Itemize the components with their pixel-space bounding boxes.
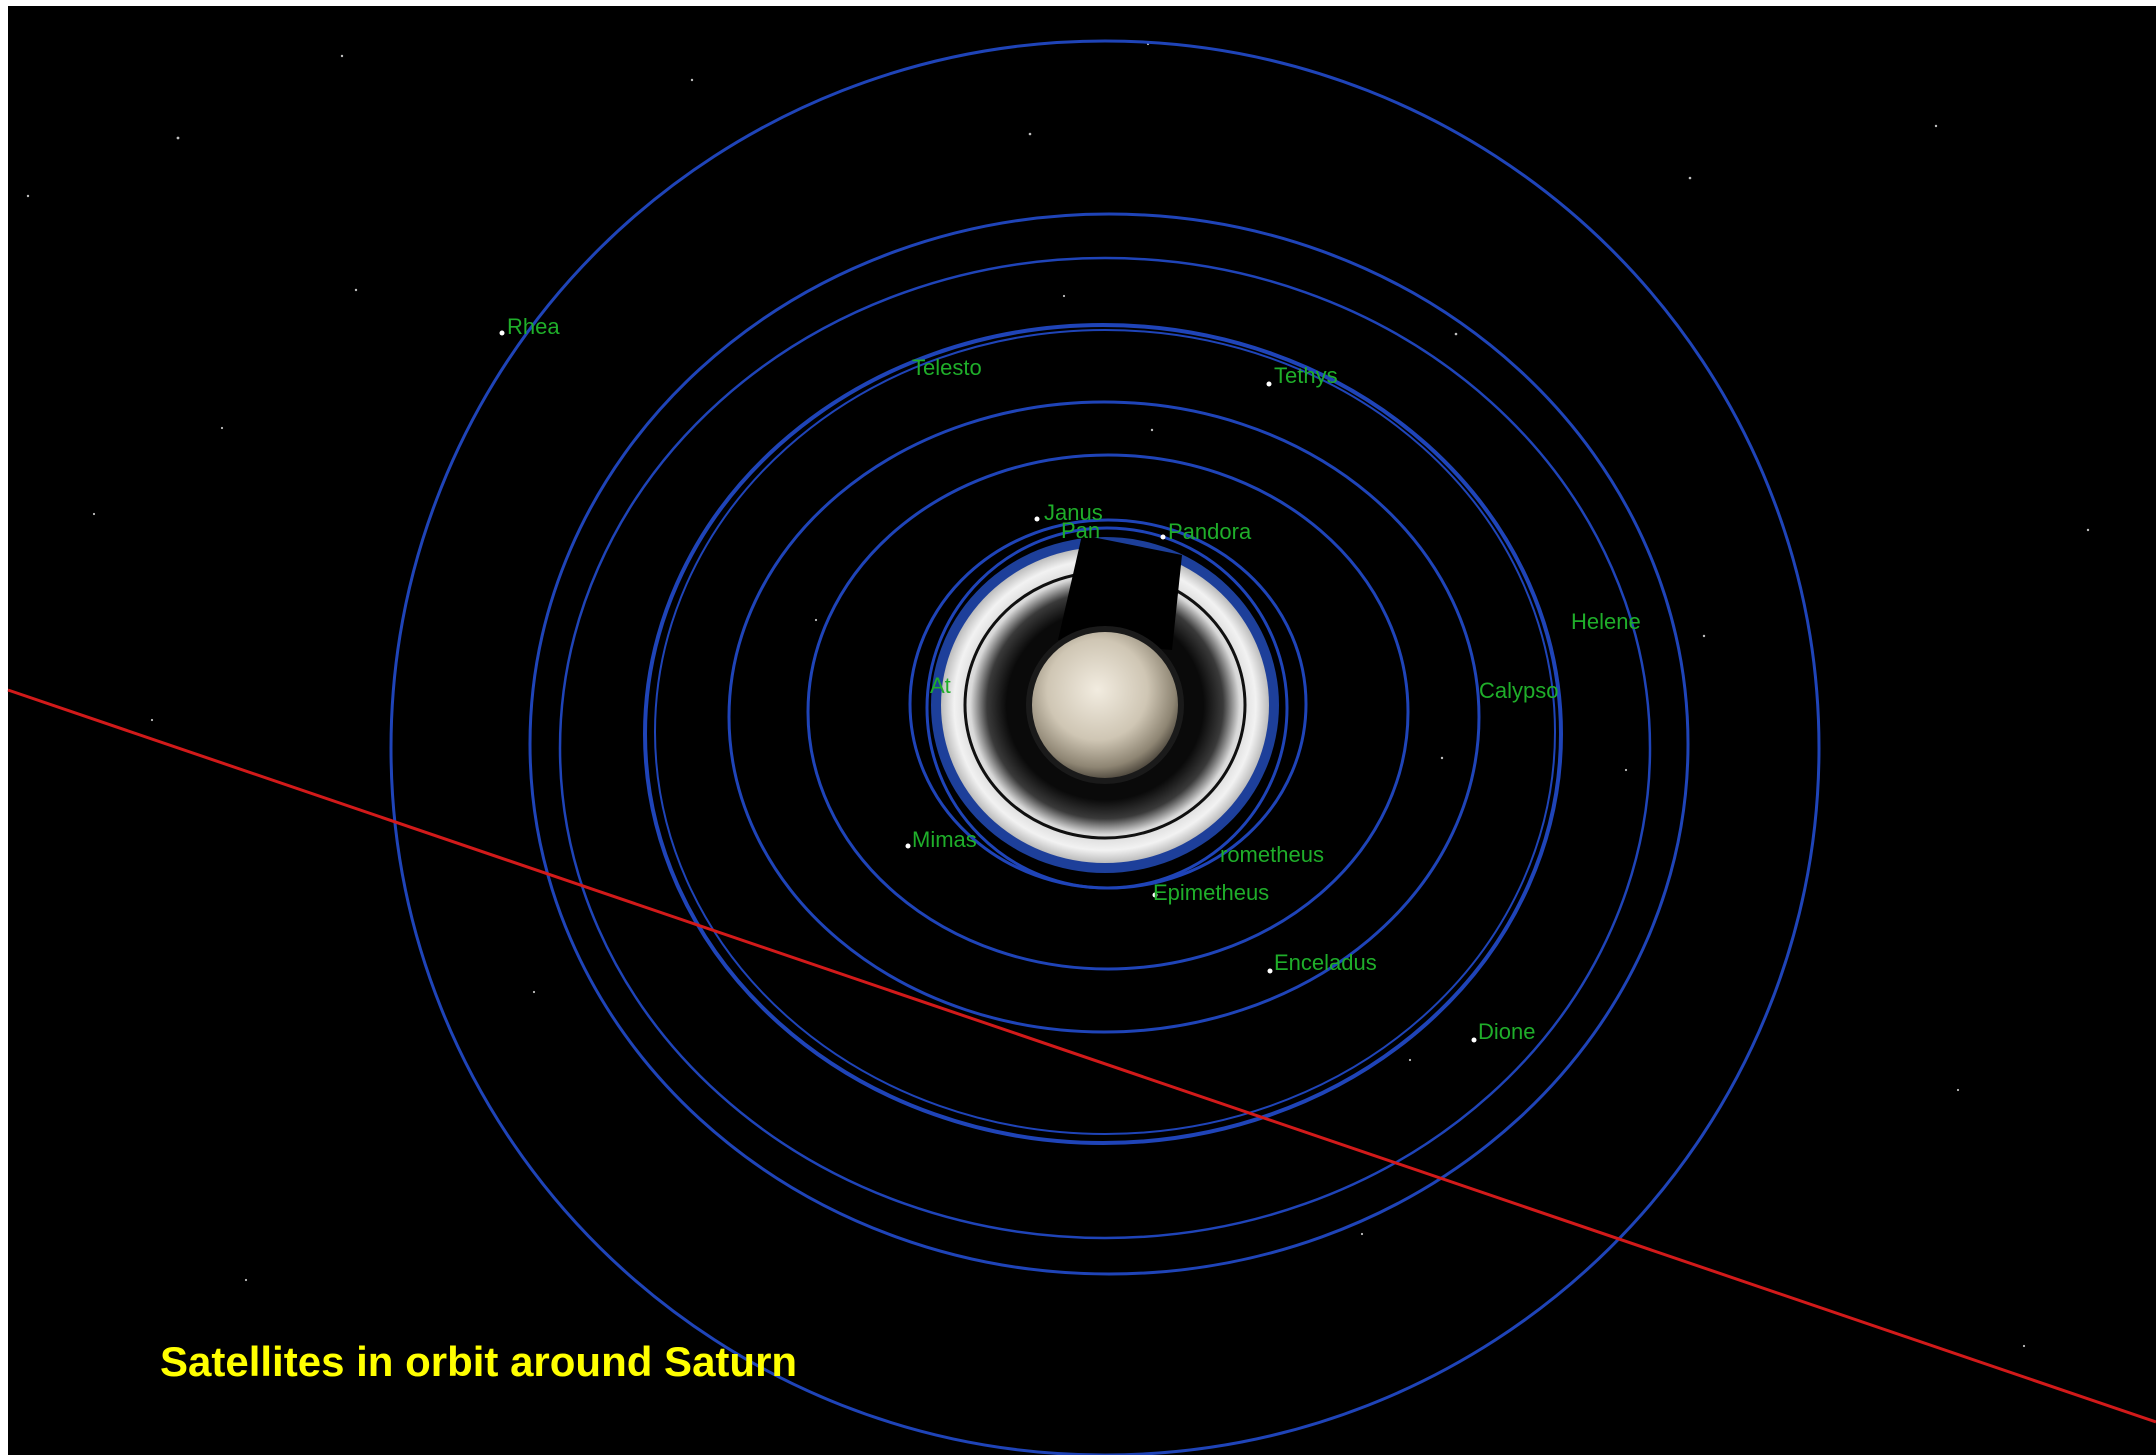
orbit-tethys-b — [654, 329, 1556, 1135]
moon-dot-icon — [1267, 968, 1273, 974]
label-atlas: At — [930, 673, 951, 698]
label-calypso: Calypso — [1479, 678, 1558, 703]
label-rhea: Rhea — [507, 314, 560, 339]
label-prometheus: rometheus — [1220, 842, 1324, 867]
orbit-mimas — [806, 453, 1410, 971]
orbit-paths — [389, 39, 1821, 1455]
moon-dot-icon — [905, 843, 911, 849]
label-telesto: Telesto — [912, 355, 982, 380]
label-pandora: Pandora — [1168, 519, 1252, 544]
caption-title: Satellites in orbit around Saturn — [160, 1338, 798, 1385]
orbit-epimetheus — [925, 526, 1289, 890]
moon-dot-icon — [499, 330, 505, 336]
moon-dot-icon — [1471, 1037, 1477, 1043]
orbit-dione-inner — [558, 256, 1652, 1240]
label-pan: Pan — [1061, 518, 1100, 543]
label-mimas: Mimas — [912, 827, 977, 852]
label-janus: Janus — [1044, 500, 1103, 525]
moon-dot-icon — [1034, 516, 1040, 522]
moon-dot-icon — [1266, 381, 1272, 387]
planet-shadow — [1058, 535, 1182, 650]
orbit-dione — [528, 212, 1690, 1276]
saturn-planet-icon — [1026, 626, 1184, 784]
moon-dots — [499, 330, 1477, 1043]
orbit-enceladus — [727, 400, 1481, 1034]
orbit-rhea — [389, 39, 1821, 1455]
star-field — [26, 42, 2090, 1348]
moon-labels: Rhea Telesto Tethys Janus Pan Pandora He… — [507, 314, 1641, 1044]
label-helene: Helene — [1571, 609, 1641, 634]
ecliptic-line — [7, 688, 2156, 1424]
moon-dot-icon — [1152, 892, 1158, 898]
label-dione: Dione — [1478, 1019, 1535, 1044]
label-enceladus: Enceladus — [1274, 950, 1377, 975]
label-epimetheus: Epimetheus — [1153, 880, 1269, 905]
orbit-tethys — [643, 323, 1563, 1145]
moon-dot-icon — [1160, 534, 1166, 540]
label-tethys: Tethys — [1274, 363, 1338, 388]
